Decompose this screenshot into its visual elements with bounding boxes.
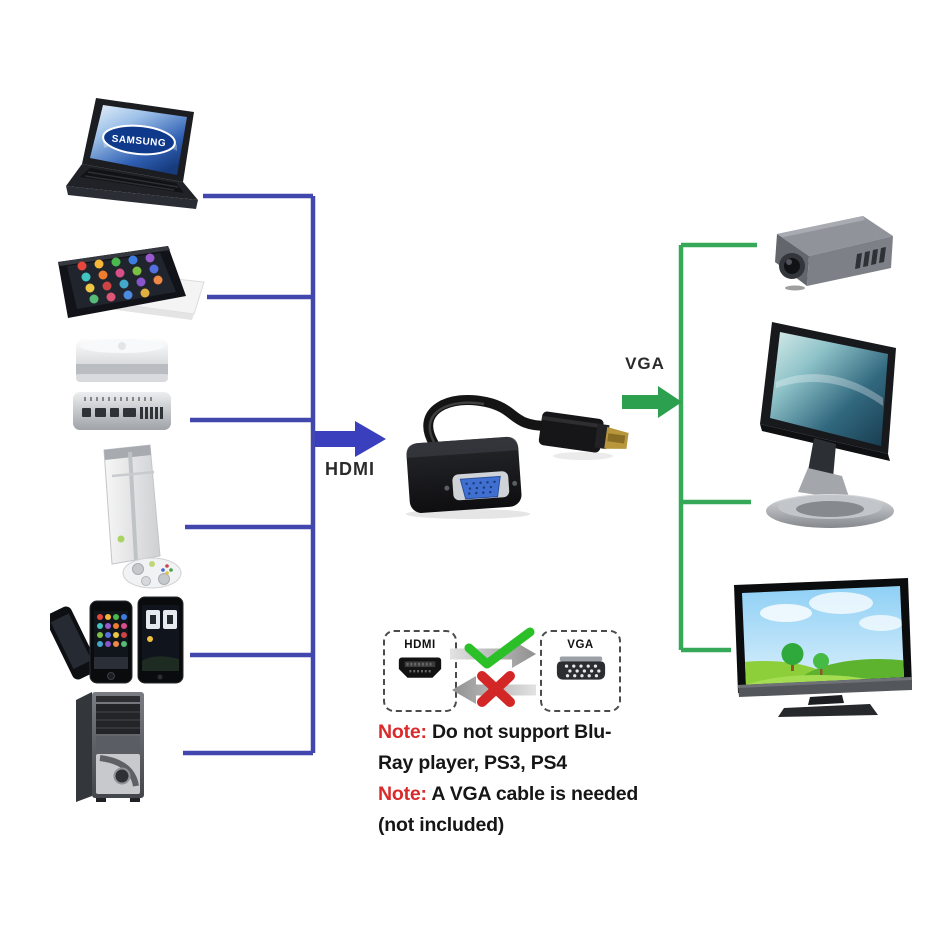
mini-pc-ports [82, 407, 163, 419]
tablet-photo [52, 232, 212, 334]
hdmi-connector-icon [398, 657, 442, 678]
note-1-label: Note: [378, 721, 427, 743]
vga-icon-pins [564, 664, 600, 678]
hdmi-compat-label: HDMI [404, 639, 436, 651]
tablet-app-icons [77, 253, 163, 304]
hdmi-plug [538, 411, 629, 453]
hdmi-compat-box: HDMI [383, 630, 457, 712]
mini-pc-vents [84, 397, 152, 401]
hdmi-arrow-icon [315, 421, 386, 457]
phone-app-icons [97, 614, 127, 647]
monitor-photo [742, 318, 917, 536]
adapter-drawing [406, 394, 629, 519]
tablet-drawing [58, 246, 205, 320]
vga-arrow-label: VGA [625, 354, 665, 373]
tv-drawing [734, 578, 912, 717]
phone-left [50, 606, 99, 680]
vga-compat-label: VGA [567, 639, 594, 651]
vga-compat-box: VGA [540, 630, 621, 712]
desktop-tower-photo [70, 688, 150, 806]
mini-pc-photo [68, 336, 176, 436]
projector-drawing [775, 216, 893, 291]
hdmi-bracket-lines [183, 193, 316, 756]
smartphones-photo [50, 595, 185, 687]
note-2-label: Note: [378, 783, 427, 805]
note-2-text: A VGA cable is needed (not included) [378, 783, 639, 836]
adapter-body [406, 436, 522, 513]
notes-block: Note: Do not support Blu-Ray player, PS3… [378, 717, 644, 841]
monitor-drawing [760, 322, 896, 528]
vga-port [452, 471, 510, 501]
hdmi-arrow-label: HDMI [325, 459, 375, 479]
vga-arrow-icon [622, 386, 682, 418]
tv-wallpaper [742, 592, 904, 685]
game-console-photo [72, 442, 184, 592]
smartphones-drawing [50, 596, 184, 684]
note-line-1: Note: Do not support Blu-Ray player, PS3… [378, 717, 644, 779]
hdmi-icon-pins [406, 662, 432, 673]
phone-right [137, 596, 184, 684]
laptop-photo: SAMSUNG [60, 98, 210, 216]
vga-bracket-lines [678, 242, 757, 653]
check-icon [464, 627, 535, 669]
note-1-text: Do not support Blu-Ray player, PS3, PS4 [378, 721, 612, 774]
note-line-2: Note: A VGA cable is needed (not include… [378, 779, 644, 841]
cross-icon [477, 671, 515, 707]
tv-photo [726, 575, 916, 717]
projector-vents [855, 247, 886, 269]
hdmi-to-vga-adapter-photo [398, 390, 633, 520]
mini-pc-drawing [73, 338, 171, 430]
projector-photo [765, 210, 897, 298]
laptop-drawing: SAMSUNG [66, 98, 198, 209]
desktop-tower-drawing [76, 692, 144, 802]
phone-middle [89, 600, 133, 684]
vga-port-pins [465, 480, 496, 495]
game-console-drawing [103, 444, 182, 589]
compat-arrows [450, 627, 536, 707]
vga-connector-icon [556, 656, 605, 680]
laptop-logo-text: SAMSUNG [111, 134, 166, 150]
